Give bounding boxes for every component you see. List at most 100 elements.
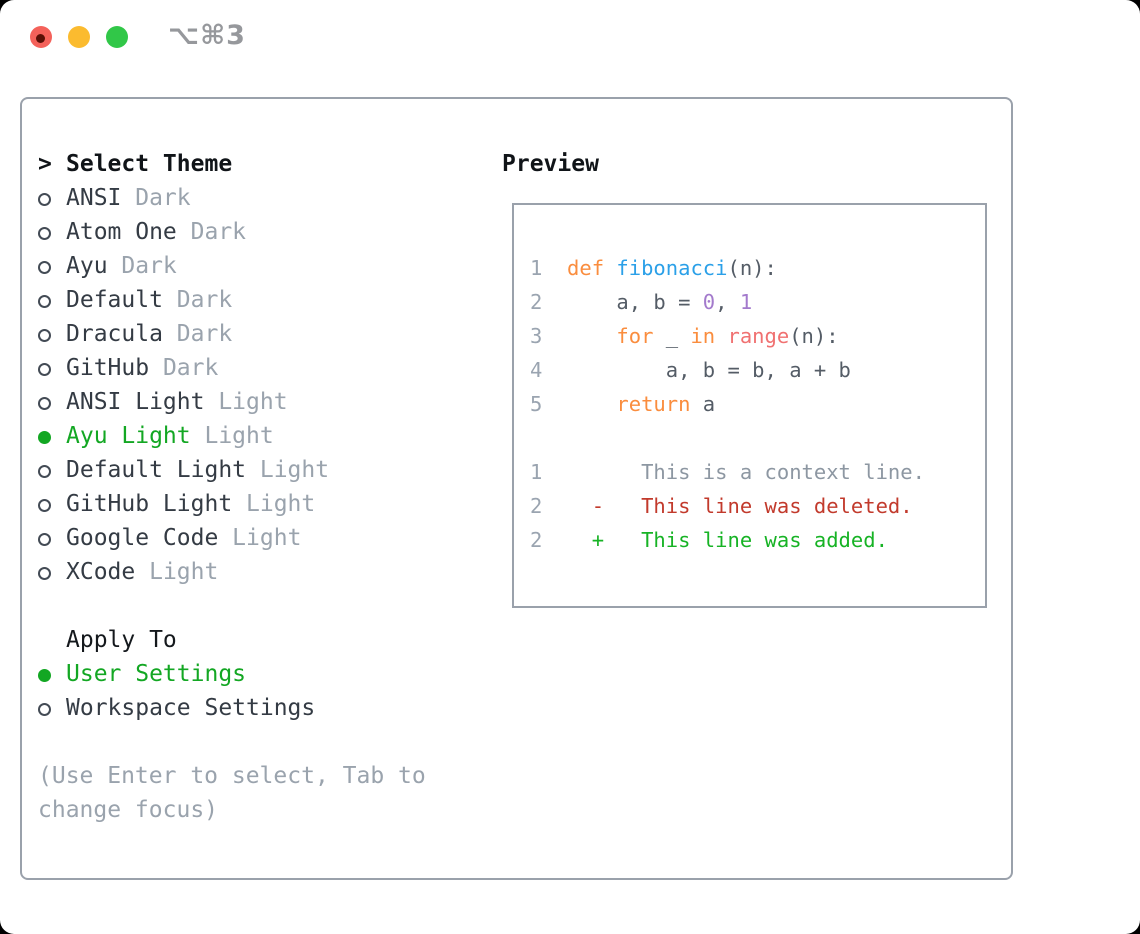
radio-unselected-icon (38, 385, 66, 419)
radio-unselected-icon (38, 181, 66, 215)
spacer (38, 589, 426, 623)
theme-option-label: Ayu (66, 253, 108, 279)
theme-variant-badge: Dark (162, 287, 233, 313)
theme-option-label: ANSI (66, 185, 122, 211)
theme-variant-badge: Dark (149, 355, 219, 381)
code-line: 2 + This line was added. (530, 523, 985, 557)
theme-option-google-code[interactable]: Google Code Light (38, 521, 426, 555)
token-fg: a, b = (567, 290, 703, 314)
token-ln: 5 (530, 392, 568, 416)
radio-unselected-icon (38, 215, 66, 249)
theme-option-label: Ayu Light (66, 423, 191, 449)
code-line: 4 a, b = b, a + b (530, 353, 985, 387)
radio-unselected-icon (38, 555, 66, 589)
help-text-line-1: (Use Enter to select, Tab to (38, 763, 426, 789)
theme-variant-badge: Dark (162, 321, 233, 347)
code-line: 2 a, b = 0, 1 (530, 285, 985, 319)
code-line: 5 return a (530, 387, 985, 421)
theme-variant-badge: Light (232, 491, 316, 517)
token-kw: return (616, 392, 691, 416)
token-ln: 1 (530, 460, 568, 484)
theme-variant-badge: Dark (121, 185, 191, 211)
theme-variant-badge: Light (135, 559, 219, 585)
token-fg (567, 392, 616, 416)
code-line: 1 This is a context line. (530, 455, 985, 489)
apply-option-label: Workspace Settings (66, 695, 316, 721)
token-ln: 3 (530, 324, 568, 348)
token-ln: 2 (530, 494, 568, 518)
radio-unselected-icon (38, 351, 66, 385)
theme-option-label: GitHub (66, 355, 150, 381)
token-ln: 2 (530, 290, 568, 314)
radio-selected-icon (38, 419, 66, 453)
theme-option-label: Google Code (66, 525, 219, 551)
minimize-button[interactable] (68, 26, 90, 48)
token-fg: _ (653, 324, 691, 348)
theme-variant-badge: Light (246, 457, 330, 483)
token-fg (715, 324, 727, 348)
token-sp: range (727, 324, 790, 348)
preview-title: Preview (502, 151, 599, 177)
theme-option-label: XCode (66, 559, 136, 585)
token-fg: , (715, 290, 740, 314)
close-dot-icon (36, 34, 45, 43)
close-button[interactable] (30, 26, 52, 48)
theme-option-atom-one[interactable]: Atom One Dark (38, 215, 426, 249)
radio-unselected-icon (38, 691, 66, 725)
token-ln: 1 (530, 256, 568, 280)
prompt-caret-icon: > (38, 151, 52, 177)
radio-unselected-icon (38, 249, 66, 283)
token-nu: 0 (702, 290, 716, 314)
token-fg: (n): (789, 324, 839, 348)
theme-option-github-light[interactable]: GitHub Light Light (38, 487, 426, 521)
theme-variant-badge: Light (218, 525, 302, 551)
token-add: + This line was added. (567, 528, 888, 552)
maximize-button[interactable] (106, 26, 128, 48)
theme-variant-badge: Light (204, 389, 288, 415)
token-nu: 1 (739, 290, 753, 314)
theme-option-github[interactable]: GitHub Dark (38, 351, 426, 385)
theme-option-default-light[interactable]: Default Light Light (38, 453, 426, 487)
select-theme-header: > Select Theme (38, 147, 426, 181)
theme-option-ayu-light[interactable]: Ayu Light Light (38, 419, 426, 453)
radio-unselected-icon (38, 317, 66, 351)
code-line: 2 - This line was deleted. (530, 489, 985, 523)
theme-option-label: GitHub Light (66, 491, 233, 517)
select-theme-label: Select Theme (66, 151, 233, 177)
token-del: - This line was deleted. (567, 494, 913, 518)
window-title: ⌥⌘3 (168, 20, 246, 51)
theme-option-ansi[interactable]: ANSI Dark (38, 181, 426, 215)
theme-option-dracula[interactable]: Dracula Dark (38, 317, 426, 351)
token-fg: a, b = b, a + b (567, 358, 851, 382)
theme-option-default[interactable]: Default Dark (38, 283, 426, 317)
theme-option-label: Atom One (66, 219, 177, 245)
token-fg (604, 256, 616, 280)
radio-selected-icon (38, 657, 66, 691)
theme-option-label: Default Light (66, 457, 247, 483)
apply-option-user-settings[interactable]: User Settings (38, 657, 426, 691)
help-text-line-2: change focus) (38, 797, 219, 823)
radio-unselected-icon (38, 521, 66, 555)
theme-option-label: Default (66, 287, 163, 313)
code-line: 3 for _ in range(n): (530, 319, 985, 353)
token-kw: for (616, 324, 654, 348)
apply-to-label: Apply To (66, 627, 177, 653)
spacer (38, 725, 426, 759)
theme-option-label: ANSI Light (66, 389, 205, 415)
apply-to-header: Apply To (38, 623, 426, 657)
theme-option-xcode[interactable]: XCode Light (38, 555, 426, 589)
theme-option-label: Dracula (66, 321, 163, 347)
token-ln: 2 (530, 528, 568, 552)
theme-variant-badge: Dark (107, 253, 177, 279)
apply-option-workspace-settings[interactable]: Workspace Settings (38, 691, 426, 725)
code-line: 1 def fibonacci(n): (530, 251, 985, 285)
theme-option-ansi-light[interactable]: ANSI Light Light (38, 385, 426, 419)
radio-unselected-icon (38, 487, 66, 521)
theme-option-ayu[interactable]: Ayu Dark (38, 249, 426, 283)
